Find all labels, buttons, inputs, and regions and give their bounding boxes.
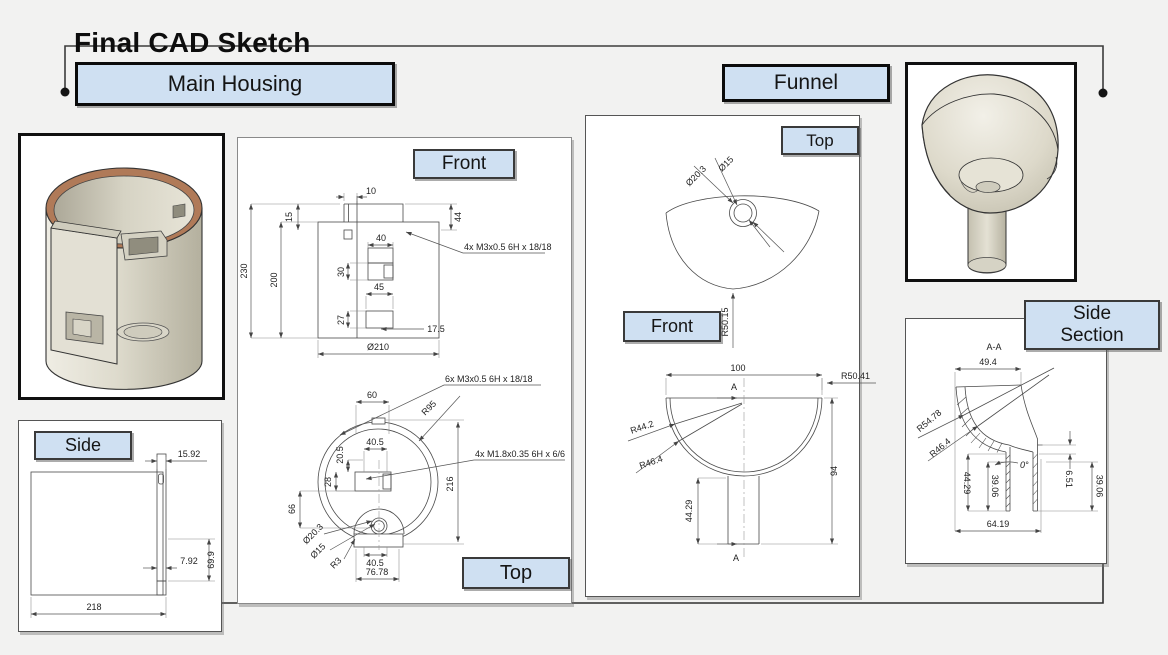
mh-top-leader-2: 4x M1.8x0.35 6H x 6/6: [475, 449, 565, 459]
dim-20-5: 20.5: [335, 446, 345, 464]
fn-top-view-label: Top: [781, 126, 859, 155]
dim-6-51: 6.51: [1064, 470, 1074, 488]
dim-10: 10: [366, 186, 376, 196]
main-housing-label: Main Housing: [75, 62, 395, 106]
dim-r44-2: R44.2: [629, 419, 655, 436]
dim-60: 60: [367, 390, 377, 400]
dim-dia210: Ø210: [367, 342, 389, 352]
side-section-label: Side Section: [1024, 300, 1160, 350]
fn-side-section-drawing: A-A 49.4 R54.78 R46.4 44.29 39.06 0° 6.5…: [915, 342, 1105, 534]
dim-r3: R3: [328, 555, 343, 570]
dim-r95: R95: [420, 399, 439, 418]
mh-top-view-label: Top: [462, 557, 570, 589]
funnel-drawing-panel: Ø20.3 Ø15 R50.15 100 A A R50.41 R44.2 R4…: [585, 115, 876, 597]
mh-top-dimensions: 60 R95 216 40.5 20.5 28 66 Ø20.3 Ø15 R3 …: [287, 374, 565, 582]
mh-top-leader-1: 6x M3x0.5 6H x 18/18: [445, 374, 533, 384]
main-housing-front-top-drawing: 10 15 44 230 200 40 30 45 27 17.5 Ø210 4…: [239, 186, 565, 582]
section-a-top: A: [731, 382, 737, 392]
dim-0-deg: 0°: [1020, 460, 1029, 470]
mh-front-view-label: Front: [413, 149, 515, 179]
mh-side-geometry: [30, 453, 167, 596]
dim-94: 94: [829, 466, 839, 476]
dim-28: 28: [323, 477, 333, 487]
fn-section-hatching: [956, 396, 1038, 508]
mh-top-view-label-text: Top: [499, 561, 533, 584]
mh-side-view-label: Side: [34, 431, 132, 460]
side-section-panel: A-A 49.4 R54.78 R46.4 44.29 39.06 0° 6.5…: [905, 318, 1107, 564]
dim-69-9: 69.9: [206, 551, 216, 569]
dim-44-29: 44.29: [684, 500, 694, 523]
dim-27: 27: [336, 315, 346, 325]
side-section-label-line1: Side: [1072, 303, 1112, 325]
dim-r54-78: R54.78: [915, 408, 944, 434]
dim-15: 15: [284, 212, 294, 222]
funnel-label-text: Funnel: [773, 70, 839, 94]
mh-side-dimensions: 15.92 7.92 69.9 218: [30, 449, 216, 618]
dim-39-06-a: 39.06: [990, 475, 1000, 498]
dim-sec-44-29: 44.29: [962, 472, 972, 495]
fn-front-dimensions: 100 A A R50.41 R44.2 R46.4 44.29 94: [627, 363, 876, 563]
dim-230: 230: [239, 263, 249, 278]
main-housing-label-text: Main Housing: [167, 71, 303, 97]
mh-front-geometry: [317, 196, 440, 339]
fn-top-geometry: [665, 195, 820, 290]
dim-r50-41: R50.41: [841, 371, 870, 381]
dim-44: 44: [453, 212, 463, 222]
dim-fn-dia15: Ø15: [716, 154, 735, 173]
funnel-label: Funnel: [722, 64, 890, 102]
dim-r46-4: R46.4: [638, 454, 664, 471]
dim-49-4: 49.4: [979, 357, 997, 367]
page-title: Final CAD Sketch: [74, 26, 311, 58]
funnel-3d-render: [921, 74, 1059, 274]
dim-17-5: 17.5: [427, 324, 445, 334]
dim-200: 200: [269, 272, 279, 287]
side-section-label-line2: Section: [1060, 325, 1124, 346]
funnel-3d-image: [905, 62, 1077, 282]
fn-front-view-label: Front: [623, 311, 721, 342]
dim-15-92: 15.92: [178, 449, 201, 459]
main-housing-drawing-panel: 10 15 44 230 200 40 30 45 27 17.5 Ø210 4…: [237, 137, 572, 604]
section-title: A-A: [986, 342, 1001, 352]
dim-76-78: 76.78: [366, 567, 389, 577]
dim-40-5b: 40.5: [366, 558, 384, 568]
dim-218: 218: [86, 602, 101, 612]
dim-66: 66: [287, 504, 297, 514]
fn-top-view-label-text: Top: [806, 130, 834, 150]
mh-side-drawing: 15.92 7.92 69.9 218: [30, 449, 216, 618]
fn-front-geometry: [665, 378, 823, 558]
funnel-top-front-drawing: Ø20.3 Ø15 R50.15 100 A A R50.41 R44.2 R4…: [627, 154, 876, 563]
dim-sec-r46-4: R46.4: [928, 436, 953, 459]
dim-7-92: 7.92: [180, 556, 198, 566]
fn-front-view-label-text: Front: [650, 316, 693, 337]
dim-30: 30: [336, 267, 346, 277]
main-housing-3d-image: [18, 133, 225, 400]
dim-216: 216: [445, 476, 455, 491]
dim-40-5a: 40.5: [366, 437, 384, 447]
dim-r50-15: R50.15: [720, 307, 730, 336]
mh-front-view-label-text: Front: [441, 153, 487, 175]
dim-dia15: Ø15: [308, 541, 327, 560]
dim-45: 45: [374, 282, 384, 292]
dim-100: 100: [730, 363, 745, 373]
mh-front-dimensions: 10 15 44 230 200 40 30 45 27 17.5 Ø210 4…: [239, 186, 552, 358]
dim-40: 40: [376, 233, 386, 243]
mh-side-view-label-text: Side: [64, 435, 102, 456]
side-view-panel: 15.92 7.92 69.9 218 Side: [18, 420, 222, 632]
main-housing-3d-render: [45, 167, 203, 390]
dim-64-19: 64.19: [987, 519, 1010, 529]
section-a-bottom: A: [733, 553, 739, 563]
dim-39-06-b: 39.06: [1095, 475, 1105, 498]
mh-front-leader: 4x M3x0.5 6H x 18/18: [464, 242, 552, 252]
